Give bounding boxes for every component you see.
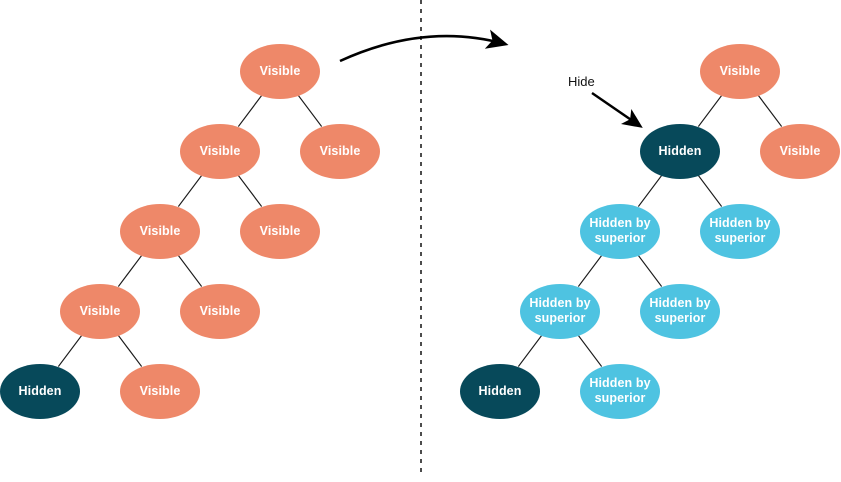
tree-node-label: Visible xyxy=(199,143,241,158)
tree-node-visible[interactable]: Visible xyxy=(180,283,260,339)
tree-node-visible[interactable]: Visible xyxy=(760,123,840,179)
tree-node-label: Hidden by superior xyxy=(529,296,591,325)
tree-node-label: Visible xyxy=(139,383,181,398)
tree-node-label: Visible xyxy=(139,223,181,238)
tree-node-visible[interactable]: Visible xyxy=(240,203,320,259)
tree-node-label: Visible xyxy=(319,143,361,158)
tree-edge xyxy=(577,255,603,287)
tree-edge xyxy=(57,335,83,367)
tree-edge xyxy=(577,335,603,367)
tree-node-visible[interactable]: Visible xyxy=(300,123,380,179)
tree-edge xyxy=(177,175,203,207)
tree-edge xyxy=(297,95,323,127)
tree-node-label: Hidden xyxy=(478,383,522,398)
tree-node-label: Visible xyxy=(779,143,821,158)
tree-node-visible[interactable]: Visible xyxy=(700,43,780,99)
tree-edge xyxy=(117,335,143,367)
tree-edge xyxy=(637,255,663,287)
tree-node-label: Hidden xyxy=(658,143,702,158)
tree-node-label: Visible xyxy=(79,303,121,318)
transition-curved-arrow xyxy=(339,29,509,63)
tree-edge xyxy=(517,335,543,367)
tree-node-bysup[interactable]: Hidden by superior xyxy=(520,283,600,339)
tree-edge xyxy=(697,95,723,127)
tree-node-bysup[interactable]: Hidden by superior xyxy=(700,203,780,259)
tree-edge xyxy=(237,95,263,127)
tree-edge xyxy=(117,255,143,287)
tree-node-label: Hidden xyxy=(18,383,62,398)
tree-node-label: Hidden by superior xyxy=(709,216,771,245)
hide-pointer-arrow xyxy=(591,92,643,128)
tree-node-label: Hidden by superior xyxy=(649,296,711,325)
tree-edge xyxy=(757,95,783,127)
tree-node-label: Hidden by superior xyxy=(589,216,651,245)
tree-node-label: Visible xyxy=(199,303,241,318)
hide-annotation-label: Hide xyxy=(568,74,595,89)
tree-node-bysup[interactable]: Hidden by superior xyxy=(640,283,720,339)
tree-node-hidden[interactable]: Hidden xyxy=(640,123,720,179)
tree-node-label: Visible xyxy=(259,63,301,78)
tree-node-label: Visible xyxy=(259,223,301,238)
tree-node-visible[interactable]: Visible xyxy=(120,203,200,259)
tree-node-visible[interactable]: Visible xyxy=(180,123,260,179)
tree-node-visible[interactable]: Visible xyxy=(120,363,200,419)
tree-node-hidden[interactable]: Hidden xyxy=(0,363,80,419)
tree-node-label: Visible xyxy=(719,63,761,78)
tree-node-bysup[interactable]: Hidden by superior xyxy=(580,203,660,259)
tree-node-hidden[interactable]: Hidden xyxy=(460,363,540,419)
tree-edge xyxy=(177,255,203,287)
tree-node-bysup[interactable]: Hidden by superior xyxy=(580,363,660,419)
tree-edge xyxy=(237,175,263,207)
tree-node-label: Hidden by superior xyxy=(589,376,651,405)
tree-edge xyxy=(637,175,663,207)
tree-node-visible[interactable]: Visible xyxy=(240,43,320,99)
tree-node-visible[interactable]: Visible xyxy=(60,283,140,339)
tree-edge xyxy=(697,175,723,207)
